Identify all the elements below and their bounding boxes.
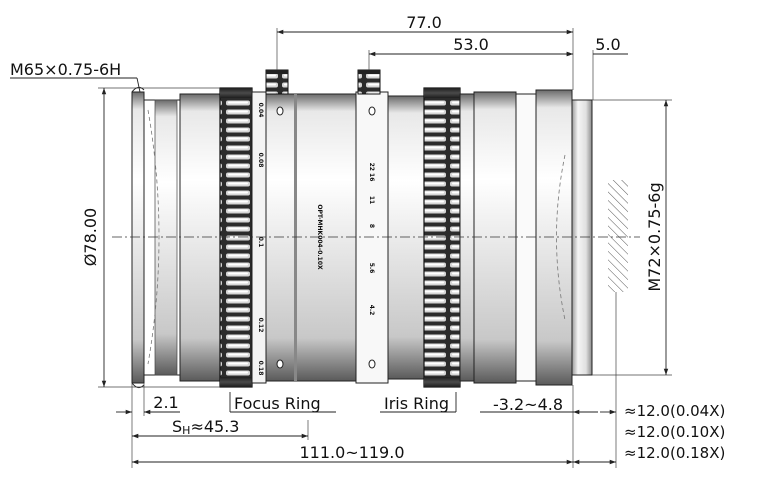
screw-hole (276, 359, 284, 369)
dimensions: 77.0 53.0 5.0 M65×0.75-6H Ø78.00 M72×0.7… (10, 13, 725, 468)
connector (387, 95, 425, 380)
front-barrel-inner (154, 99, 178, 376)
focus-ring-edge-top (220, 88, 252, 98)
dim-diameter-label: Ø78.00 (81, 208, 100, 266)
front-thread-profile (131, 86, 145, 389)
iris-mark: 22 16 (368, 163, 375, 182)
dim-length-label: 111.0~119.0 (299, 443, 404, 462)
iris-lock-screw (357, 69, 381, 95)
focus-ring-label: Focus Ring (234, 394, 321, 413)
iris-mark: 5.6 (368, 263, 375, 274)
dim-range-label: -3.2~4.8 (493, 395, 563, 414)
rear-barrel-4 (535, 89, 573, 386)
focus-mark: 0.18 (257, 361, 264, 376)
mount-hatching (608, 180, 628, 292)
iris-ring-edge-top (424, 88, 460, 98)
screw-hole (368, 359, 376, 369)
dim-77-label: 77.0 (406, 13, 442, 32)
front-thread-label: M65×0.75-6H (10, 60, 121, 79)
wd-label-3: ≈12.0(0.18X) (624, 444, 725, 462)
rear-barrel-3 (515, 93, 537, 382)
focus-mark: 0.08 (257, 153, 264, 168)
focus-mark: 0.1 (257, 237, 264, 248)
iris-mark: 4.2 (368, 305, 375, 316)
dim-53-label: 53.0 (453, 35, 489, 54)
rear-mount (571, 99, 593, 376)
iris-mark: 8 (368, 224, 375, 228)
dim-sh-label: SH≈45.3 (172, 417, 239, 437)
iris-mark: 11 (368, 196, 375, 204)
focus-ring-edge-bottom (220, 377, 252, 387)
focus-ring (219, 87, 253, 388)
wd-label-1: ≈12.0(0.04X) (624, 402, 725, 420)
iris-ring-label: Iris Ring (384, 394, 449, 413)
iris-ring (423, 87, 461, 388)
focus-mark: 0.12 (257, 318, 264, 333)
iris-ring-edge-bottom (424, 377, 460, 387)
hidden-front-lens (147, 109, 160, 365)
middle-groove (294, 94, 297, 381)
front-lip (131, 91, 145, 384)
focus-step (179, 93, 221, 382)
rear-barrel-1 (459, 93, 475, 382)
iris-scale-band (355, 91, 389, 384)
dim-5-label: 5.0 (595, 35, 620, 54)
focus-mark: 0.04 (257, 103, 264, 118)
screw-hole (276, 106, 284, 116)
rear-barrel-2 (473, 91, 517, 384)
wd-label-2: ≈12.0(0.10X) (624, 423, 725, 441)
screw-hole (368, 106, 376, 116)
dim-2-1-label: 2.1 (153, 393, 178, 412)
focus-lock-screw (265, 69, 289, 95)
rear-thread-label: M72×0.75-6g (645, 182, 664, 291)
middle-body (265, 93, 357, 382)
lens-body (131, 69, 628, 389)
